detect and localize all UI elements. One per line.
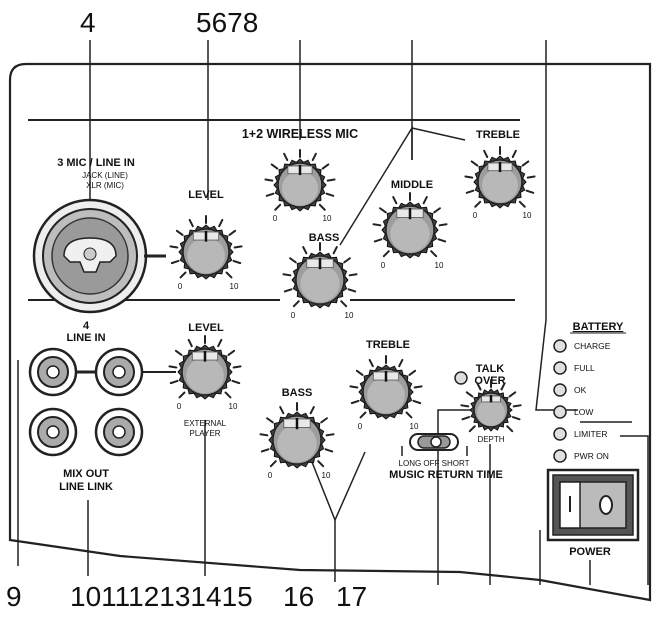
- bass-top-knob-min-label: 0: [291, 311, 296, 320]
- middle-knob-max-label: 10: [435, 261, 444, 270]
- label-power: POWER: [569, 546, 611, 558]
- mix-out-rca-right[interactable]: [94, 407, 144, 457]
- label-line-link: LINE LINK: [59, 481, 113, 493]
- callout-16: 16: [283, 581, 314, 612]
- label-battery: BATTERY: [573, 321, 624, 333]
- label-long-off-short: LONG OFF SHORT: [399, 459, 470, 468]
- level-bottom-knob[interactable]: [168, 335, 242, 400]
- leader-lines: [17, 40, 649, 585]
- label-depth: DEPTH: [477, 435, 504, 444]
- treble-top-knob-min-label: 0: [473, 211, 478, 220]
- callout-17: 17: [336, 581, 367, 612]
- level-top-knob[interactable]: [169, 215, 243, 280]
- treble-bottom-knob-max-label: 10: [410, 422, 419, 431]
- bass-bottom-knob[interactable]: [259, 402, 335, 469]
- label-level-top: LEVEL: [188, 189, 224, 201]
- level-bottom-knob-min-label: 0: [177, 402, 182, 411]
- level-top-knob-min-label: 0: [178, 282, 183, 291]
- wireless-mic-knob[interactable]: [264, 149, 336, 212]
- line-in-rca-right[interactable]: [94, 347, 144, 397]
- led-ok: [553, 383, 567, 397]
- callout-9: 9: [6, 581, 22, 612]
- wireless-mic-knob-min-label: 0: [273, 214, 278, 223]
- led-label-limiter: LIMITER: [574, 429, 608, 439]
- label-jack-line: JACK (LINE): [82, 171, 128, 180]
- label-level-bottom: LEVEL: [188, 322, 224, 334]
- xlr-jack-socket[interactable]: [32, 198, 148, 314]
- led-limiter: [553, 427, 567, 441]
- led-label-ok: OK: [574, 385, 587, 395]
- label-treble-bottom: TREBLE: [366, 339, 410, 351]
- label-bass-top: BASS: [309, 232, 340, 244]
- level-bottom-knob-max-label: 10: [229, 402, 238, 411]
- middle-knob-min-label: 0: [381, 261, 386, 270]
- music-return-time-switch[interactable]: [401, 433, 468, 456]
- bass-bottom-knob-min-label: 0: [268, 471, 273, 480]
- label-line-in: LINE IN: [66, 332, 105, 344]
- label-middle: MIDDLE: [391, 179, 433, 191]
- wireless-mic-knob-max-label: 10: [323, 214, 332, 223]
- label-line-in-number: 4: [83, 320, 90, 332]
- led-label-charge: CHARGE: [574, 341, 611, 351]
- mix-out-rca-left[interactable]: [28, 407, 78, 457]
- led-label-full: FULL: [574, 363, 595, 373]
- led-low: [553, 405, 567, 419]
- label-xlr-mic: XLR (MIC): [86, 181, 124, 190]
- label-external: EXTERNAL: [184, 419, 227, 428]
- bass-bottom-knob-max-label: 10: [322, 471, 331, 480]
- label-treble-top: TREBLE: [476, 129, 520, 141]
- treble-top-knob-max-label: 10: [523, 211, 532, 220]
- talk-over-depth-knob[interactable]: [460, 379, 522, 433]
- callout-4: 4: [80, 7, 96, 38]
- panel-outline: [8, 62, 652, 602]
- led-label-low: LOW: [574, 407, 593, 417]
- label-music-return-time: MUSIC RETURN TIME: [389, 469, 503, 481]
- treble-top-knob[interactable]: [464, 146, 536, 209]
- led-full: [553, 361, 567, 375]
- led-label-pwr-on: PWR ON: [574, 451, 609, 461]
- talk-over-led: [454, 371, 468, 385]
- line-in-rca-left[interactable]: [28, 347, 78, 397]
- power-switch[interactable]: [546, 468, 640, 542]
- label-wireless-mic: 1+2 WIRELESS MIC: [242, 127, 358, 141]
- label-mix-out: MIX OUT: [63, 468, 109, 480]
- led-pwr-on: [553, 449, 567, 463]
- middle-knob[interactable]: [372, 192, 448, 259]
- label-player: PLAYER: [190, 429, 221, 438]
- callout-5678: 5678: [196, 7, 258, 38]
- treble-bottom-knob-min-label: 0: [358, 422, 363, 431]
- label-talk: TALK: [476, 363, 505, 375]
- treble-bottom-knob[interactable]: [349, 355, 423, 420]
- level-top-knob-max-label: 10: [230, 282, 239, 291]
- bass-top-knob[interactable]: [282, 242, 358, 309]
- label-bass-bottom: BASS: [282, 387, 313, 399]
- led-charge: [553, 339, 567, 353]
- callout-101112131415: 101112131415: [70, 581, 253, 612]
- label-mic-line-in: 3 MIC / LINE IN: [57, 157, 135, 169]
- bass-top-knob-max-label: 10: [345, 311, 354, 320]
